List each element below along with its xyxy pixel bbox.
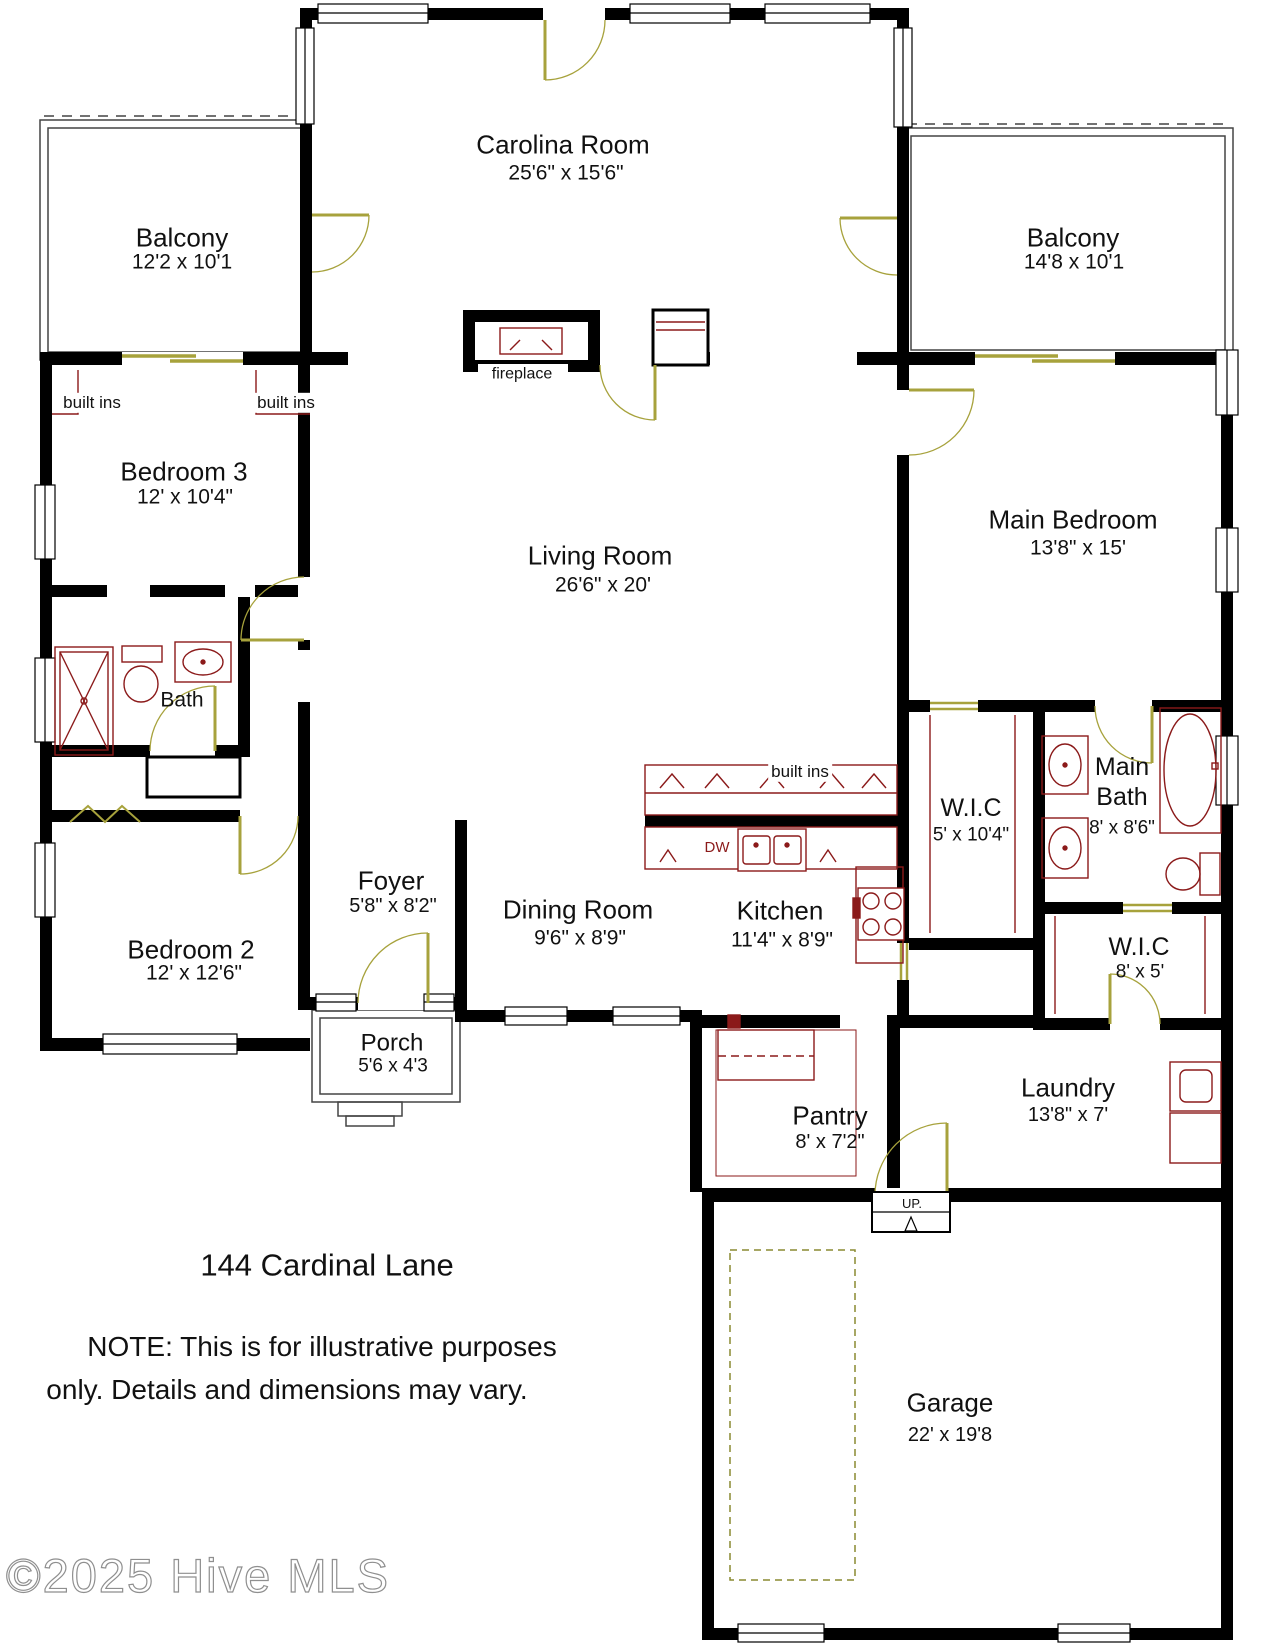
label-built-ins-right: built ins: [254, 392, 318, 414]
room-label-porch: Porch: [357, 1029, 427, 1059]
room-dims-wic-2: 8' x 5': [1115, 961, 1165, 983]
room-dims-porch: 5'6 x 4'3: [355, 1055, 431, 1079]
room-label-kitchen: Kitchen: [736, 895, 824, 926]
room-label-bedroom3: Bedroom 3: [120, 456, 248, 487]
room-label-balcony-left: Balcony: [135, 222, 229, 253]
room-dims-carolina-room: 25'6" x 15'6": [508, 161, 624, 185]
mls-watermark: ©2025 Hive MLS: [5, 1548, 390, 1602]
toilet-tank-2: [1199, 852, 1221, 896]
garage-storage-dashed: [729, 1249, 856, 1581]
pantry-shelves: [717, 1029, 815, 1081]
room-dims-main-bath: 8' x 8'6": [1089, 817, 1155, 839]
label-fireplace: fireplace: [491, 365, 553, 383]
bifold-closet-door: [69, 804, 141, 824]
room-label-foyer: Foyer: [357, 865, 425, 896]
built-ins-bedroom3-left: [52, 370, 79, 415]
toilet-2: [1165, 857, 1201, 891]
note-line2: only. Details and dimensions may vary.: [46, 1374, 528, 1406]
room-dims-main-bedroom: 13'8" x 15': [1029, 536, 1127, 560]
room-label-dining-room: Dining Room: [502, 894, 654, 925]
room-label-wic-2: W.I.C: [1108, 933, 1170, 961]
room-label-main-bedroom: Main Bedroom: [988, 504, 1158, 535]
room-dims-laundry: 13'8" x 7': [1027, 1104, 1109, 1126]
room-label-carolina-room: Carolina Room: [476, 129, 650, 160]
room-label-bath: Bath: [160, 688, 204, 712]
label-built-ins-kitchen: built ins: [768, 761, 832, 783]
toilet-tank: [121, 645, 163, 663]
room-label-bedroom2: Bedroom 2: [127, 934, 255, 965]
room-label-laundry: Laundry: [1021, 1072, 1115, 1103]
address-title: 144 Cardinal Lane: [200, 1247, 454, 1283]
room-label-wic-main: W.I.C: [940, 794, 1002, 822]
firebox: [499, 327, 563, 355]
room-dims-bedroom2: 12' x 12'6": [145, 961, 243, 985]
up-arrow-icon: [904, 1215, 918, 1232]
room-label-balcony-right: Balcony: [1026, 222, 1120, 253]
room-dims-kitchen: 11'4" x 8'9": [731, 928, 833, 952]
room-dims-dining-room: 9'6" x 8'9": [534, 926, 626, 950]
stairs-up: [871, 1191, 951, 1233]
room-dims-pantry: 8' x 7'2": [795, 1131, 865, 1153]
note-line1: NOTE: This is for illustrative purposes: [87, 1331, 557, 1363]
room-dims-foyer: 5'8" x 8'2": [349, 895, 437, 917]
room-dims-balcony-left: 12'2 x 10'1: [131, 250, 233, 274]
dryer: [1169, 1112, 1222, 1164]
room-dims-living-room: 26'6" x 20': [554, 573, 652, 597]
label-built-ins-left: built ins: [60, 392, 124, 414]
sliding-doors: [122, 354, 1115, 363]
windows: [34, 3, 1239, 1643]
room-label-garage: Garage: [906, 1387, 994, 1418]
vanity-sink-1: [1041, 735, 1089, 795]
room-dims-bedroom3: 12' x 10'4": [136, 485, 234, 509]
built-ins-bedroom3-right: [255, 370, 310, 415]
room-label-main-bath: Main Bath: [1094, 753, 1150, 811]
stove: [857, 887, 905, 941]
label-dishwasher: DW: [704, 839, 730, 856]
washer: [1169, 1061, 1222, 1112]
room-dims-balcony-right: 14'8 x 10'1: [1023, 250, 1125, 274]
room-dims-wic-main: 5' x 10'4": [932, 824, 1010, 846]
shower: [54, 646, 114, 756]
room-dims-garage: 22' x 19'8: [907, 1424, 993, 1446]
hall-closet: [145, 755, 242, 799]
room-label-living-room: Living Room: [527, 540, 673, 571]
label-stairs-up: UP.: [902, 1196, 922, 1212]
bathtub: [1159, 707, 1222, 834]
fireplace-cabinet: [651, 308, 710, 367]
vanity-sink-2: [1041, 817, 1089, 879]
room-label-pantry: Pantry: [792, 1100, 868, 1131]
pocket-doors: [899, 701, 1172, 980]
bath-sink: [174, 641, 232, 683]
toilet: [123, 665, 159, 703]
door-leaves: [213, 20, 1154, 1195]
door-arcs: [149, 19, 1161, 1196]
doors: [69, 19, 1172, 1196]
